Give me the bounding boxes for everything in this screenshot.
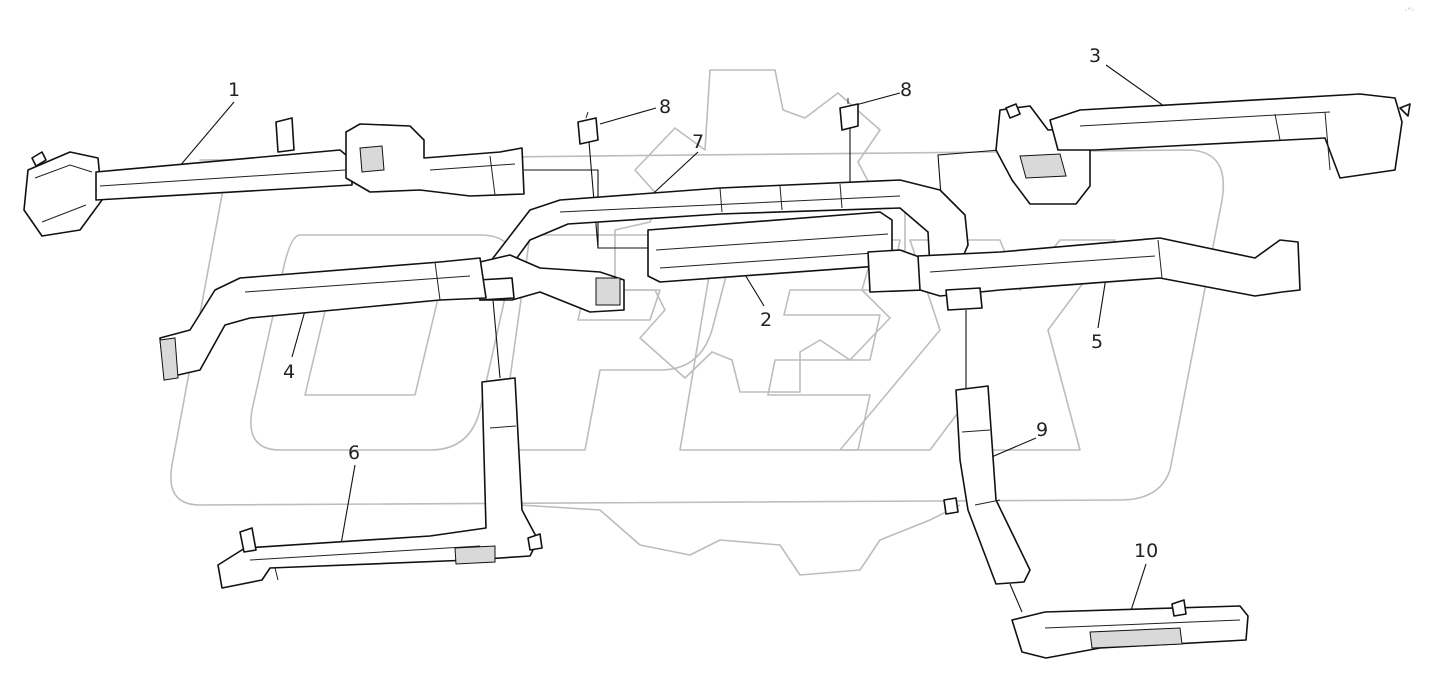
part-7-center-duct [477, 179, 969, 313]
part-2-center-vent [647, 211, 925, 293]
part-5-right-side-duct [917, 237, 1301, 311]
part-1-left-duct [23, 117, 525, 237]
part-8-clip-right [839, 98, 859, 131]
part-6-left-lower-duct [217, 377, 543, 589]
callout-10: 10 [1134, 540, 1158, 562]
callout-7: 7 [692, 131, 704, 153]
part-10-floor-duct [1011, 599, 1249, 659]
leader-lines [167, 64, 1179, 627]
part-3-right-duct [995, 93, 1411, 205]
callout-3: 3 [1089, 45, 1101, 67]
leader-6 [339, 464, 356, 551]
leader-8a [599, 107, 657, 125]
leader-8b [851, 92, 901, 107]
part-8-clip-left [577, 111, 599, 145]
callout-8-left: 8 [659, 96, 671, 118]
callout-labels: 1 2 3 4 5 6 7 8 8 9 10 [228, 45, 1158, 562]
callout-2: 2 [760, 309, 772, 331]
part-9-right-riser [943, 385, 1031, 585]
connector-9-to-10 [1009, 583, 1023, 613]
callout-4: 4 [283, 361, 295, 383]
corner-mark: ·°· [1404, 7, 1415, 14]
part-4-left-side-duct [159, 257, 487, 381]
watermark-gear-teeth-lower [519, 504, 961, 576]
callout-1: 1 [228, 79, 240, 101]
connector-8a-down [588, 141, 599, 249]
watermark-gear [614, 69, 906, 393]
watermark-letter-x [839, 239, 1116, 451]
callout-6: 6 [348, 442, 360, 464]
connector-4-to-6 [492, 299, 501, 379]
callout-5: 5 [1091, 331, 1103, 353]
callout-9: 9 [1036, 419, 1048, 441]
callout-8-right: 8 [900, 79, 912, 101]
